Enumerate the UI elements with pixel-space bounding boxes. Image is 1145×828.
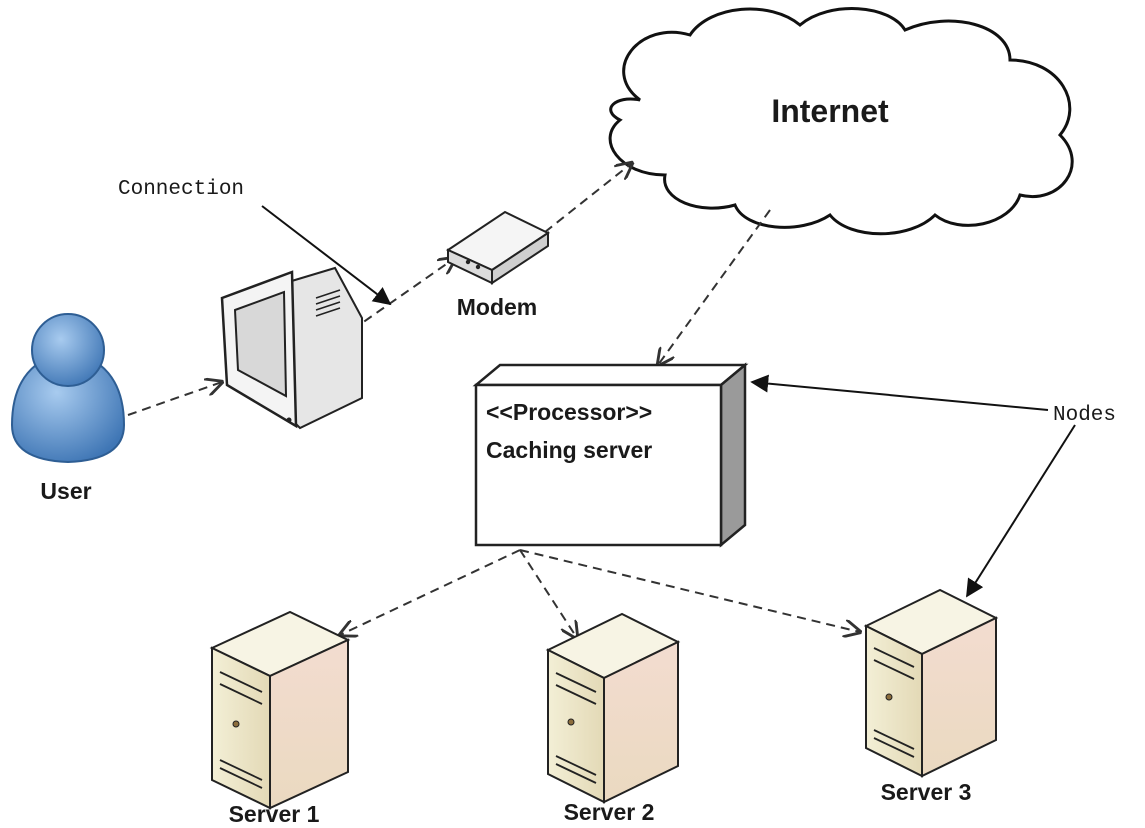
modem-label: Modem bbox=[457, 294, 538, 320]
internet-label: Internet bbox=[771, 93, 889, 129]
user-icon bbox=[10, 313, 126, 464]
monitor-icon bbox=[220, 266, 363, 430]
internet-to-cache-link bbox=[658, 209, 771, 365]
cache-to-server3-link bbox=[519, 549, 860, 632]
computer-to-modem-link bbox=[351, 258, 455, 331]
caching-server-node: <<Processor>> Caching server bbox=[472, 362, 749, 548]
computer-node bbox=[220, 266, 363, 430]
cache-to-server2-link bbox=[519, 549, 577, 638]
server-tower-icon bbox=[209, 610, 351, 810]
user-label: User bbox=[40, 478, 91, 504]
nodes-pointer-to-server3 bbox=[966, 424, 1076, 598]
connection-pointer bbox=[261, 205, 392, 306]
caching-server-label: Caching server bbox=[486, 437, 652, 463]
server-tower-icon bbox=[545, 612, 681, 804]
connection-label: Connection bbox=[118, 178, 244, 201]
user-to-computer-link bbox=[127, 382, 222, 416]
modem-node: Modem bbox=[445, 210, 551, 320]
modem-to-internet-link bbox=[544, 163, 632, 233]
server-tower-icon bbox=[863, 588, 999, 778]
server-1-label: Server 1 bbox=[229, 801, 320, 827]
processor-stereotype-label: <<Processor>> bbox=[486, 399, 652, 425]
cache-to-server1-link bbox=[340, 549, 521, 635]
server-2-label: Server 2 bbox=[564, 799, 655, 825]
connectors bbox=[127, 163, 1076, 638]
cloud-icon bbox=[608, 7, 1074, 236]
nodes-pointer-to-cache bbox=[750, 374, 1049, 411]
server-2-node: Server 2 bbox=[545, 612, 681, 825]
node-box-top bbox=[472, 363, 749, 387]
user-node: User bbox=[10, 313, 126, 504]
nodes-label: Nodes bbox=[1053, 404, 1116, 427]
modem-icon bbox=[445, 210, 551, 285]
server-3-label: Server 3 bbox=[881, 779, 972, 805]
server-3-node: Server 3 bbox=[863, 588, 999, 805]
node-box-front bbox=[474, 383, 723, 547]
node-box-side bbox=[719, 362, 747, 548]
server-1-node: Server 1 bbox=[209, 610, 351, 827]
internet-cloud: Internet bbox=[608, 7, 1074, 236]
